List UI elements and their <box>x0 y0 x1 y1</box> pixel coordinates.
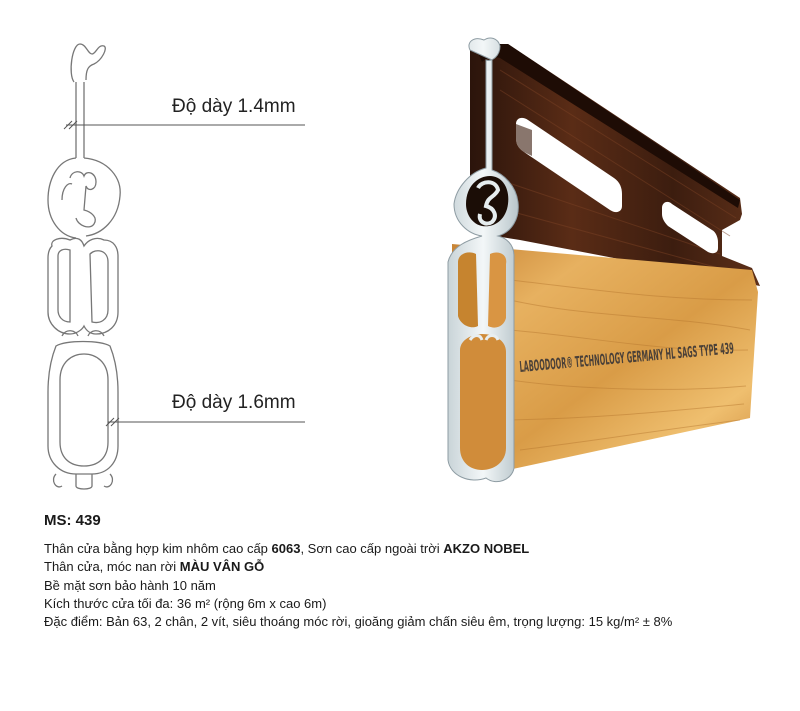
thickness-label-bottom: Độ dày 1.6mm <box>172 392 296 413</box>
profile-drawing <box>47 43 121 490</box>
spec-warranty: Bề mặt sơn bảo hành 10 năm <box>44 577 216 593</box>
spec-max-size: Kích thước cửa tối đa: 36 m² (rộng 6m x … <box>44 595 327 611</box>
spec-material: Thân cửa bằng hợp kim nhôm cao cấp 6063,… <box>44 541 530 557</box>
product-code: MS: 439 <box>44 512 101 529</box>
dimension-lines <box>63 120 305 427</box>
slat-3d-render: LABOODOOR® TECHNOLOGY GERMANY HL SAGS TY… <box>447 37 760 483</box>
slat-illustration: LABOODOOR® TECHNOLOGY GERMANY HL SAGS TY… <box>47 37 760 490</box>
spec-color: Thân cửa, móc nan rời MÀU VÂN GỖ <box>44 559 265 575</box>
thickness-label-top: Độ dày 1.4mm <box>172 96 296 117</box>
product-specs: MS: 439 Thân cửa bằng hợp kim nhôm cao c… <box>44 512 784 631</box>
spec-features: Đặc điểm: Bản 63, 2 chân, 2 vít, siêu th… <box>44 614 673 630</box>
